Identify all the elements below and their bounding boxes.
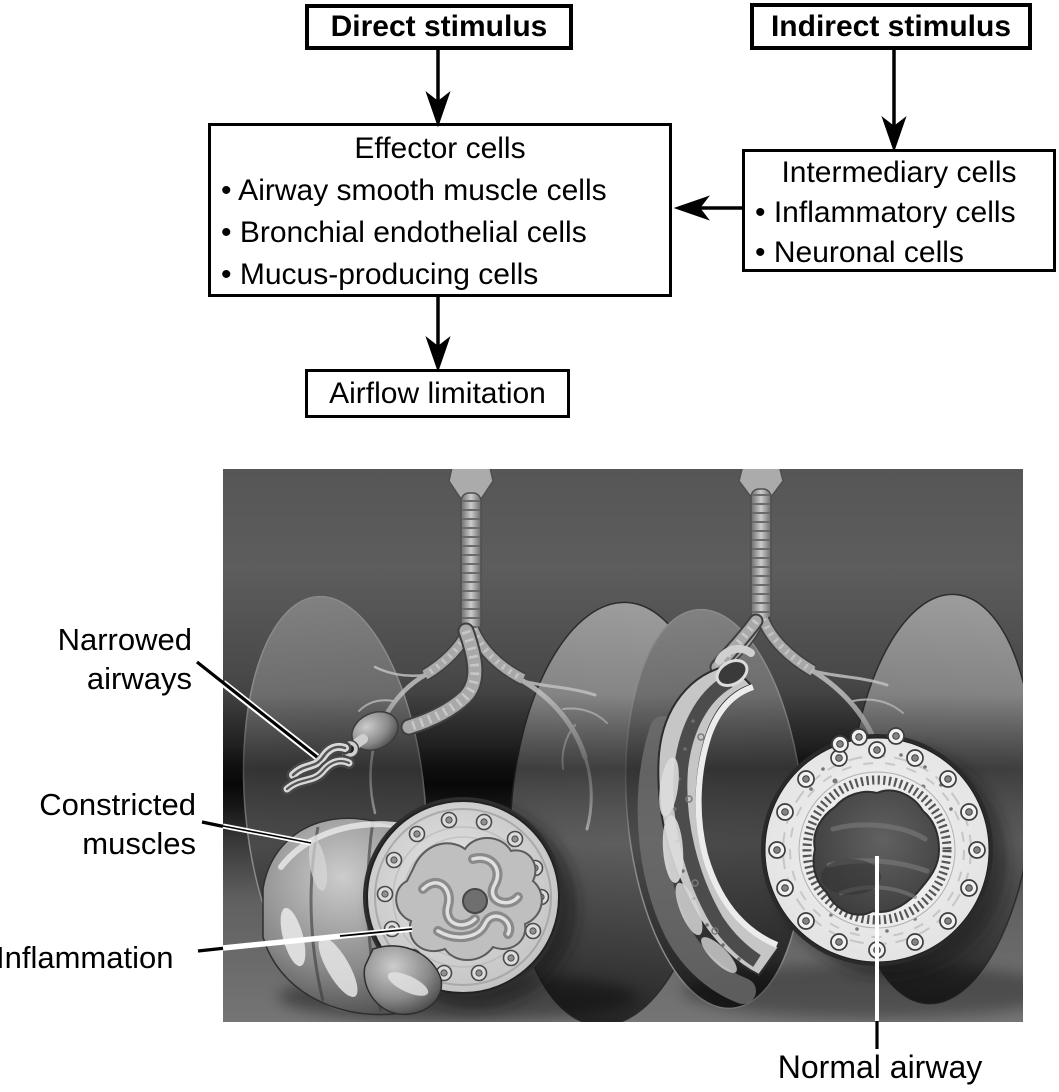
tube-wall-gland-specks <box>685 733 719 935</box>
intermediary-bullet-2: • Neuronal cells <box>755 236 964 269</box>
narrowed-airways-label-line2: airways <box>86 661 192 696</box>
effector-bullet-2: • Bronchial endothelial cells <box>221 216 587 249</box>
cilia-fringe <box>802 775 952 925</box>
arrow-indirect-to-intermediary <box>881 50 907 153</box>
effector-cells-bullets: • Airway smooth muscle cells • Bronchial… <box>211 170 669 296</box>
inflammation-mass <box>395 837 543 961</box>
arrow-effector-to-airflow <box>425 297 451 373</box>
inflammation-label: Inflammation <box>0 940 174 975</box>
constricted-muscles-label-line2: muscles <box>82 826 196 861</box>
asthmatic-bronchiole <box>262 622 577 1016</box>
intermediary-bullet-1: • Inflammatory cells <box>755 196 1016 229</box>
normal-airway-cross-section <box>761 727 1007 977</box>
effector-bullet-3: • Mucus-producing cells <box>221 258 539 291</box>
narrowed-airways-label-line1: Narrowed <box>57 622 192 657</box>
arrow-direct-to-effector <box>425 50 451 128</box>
normal-airway-label: Normal airway <box>777 1049 983 1085</box>
right-floor-shadow <box>683 964 1023 1018</box>
intermediary-cells-title: Intermediary cells <box>781 156 1017 189</box>
narrowed-airway-tubes <box>281 740 355 795</box>
direct-stimulus-box: Direct stimulus <box>305 4 573 50</box>
arrow-intermediary-to-effector <box>673 195 742 221</box>
effector-bullet-1: • Airway smooth muscle cells <box>221 174 607 207</box>
intermediary-cells-box: Intermediary cells • Inflammatory cells … <box>742 149 1056 272</box>
lungs-illustration <box>223 469 1023 1022</box>
airflow-limitation-box: Airflow limitation <box>305 369 570 418</box>
narrowed-airways-label: Narrowed airways <box>0 620 192 698</box>
intermediary-cells-bullets: • Inflammatory cells • Neuronal cells <box>745 193 1053 273</box>
normal-bronchiole <box>637 613 1007 1004</box>
effector-cells-box: Effector cells • Airway smooth muscle ce… <box>208 123 672 297</box>
effector-cells-title: Effector cells <box>354 132 526 165</box>
indirect-stimulus-box: Indirect stimulus <box>750 3 1032 50</box>
constricted-muscles-label: Constricted muscles <box>0 785 196 863</box>
constricted-muscles-label-line1: Constricted <box>39 787 196 822</box>
